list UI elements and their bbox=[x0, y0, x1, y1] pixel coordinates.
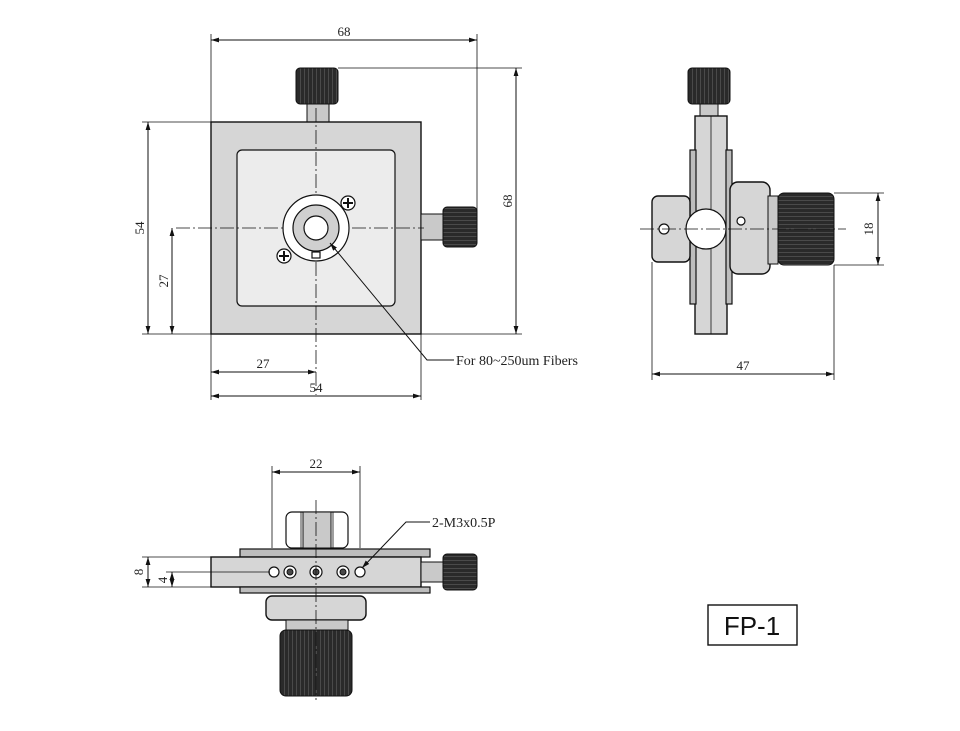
side-cylinder bbox=[729, 181, 771, 275]
screw-icon bbox=[340, 195, 356, 211]
front-right-knob bbox=[442, 553, 478, 591]
model-label: FP-1 bbox=[724, 611, 780, 641]
screw-icon bbox=[276, 248, 292, 264]
fiber-leader-line bbox=[329, 242, 454, 361]
top-knob-shaft bbox=[306, 103, 330, 125]
thread-leader-line bbox=[361, 521, 430, 569]
dim-8: 8 bbox=[131, 569, 146, 576]
top-knob bbox=[295, 67, 339, 105]
side-view: 18 47 bbox=[640, 67, 884, 380]
side-top-knob bbox=[687, 67, 731, 105]
top-view: 68 68 bbox=[132, 24, 578, 400]
dim-18: 18 bbox=[861, 223, 876, 236]
right-knob-shaft bbox=[420, 213, 444, 241]
front-view: 22 8 4 2-M3x0.5P bbox=[131, 456, 496, 700]
model-label-box: FP-1 bbox=[707, 604, 798, 646]
dim-54-left: 54 bbox=[132, 221, 147, 235]
dim-27-bottom: 27 bbox=[257, 356, 271, 371]
dim-68-right: 68 bbox=[500, 195, 515, 208]
dim-4: 4 bbox=[155, 576, 170, 583]
dim-54-bottom: 54 bbox=[310, 380, 324, 395]
hole-icon bbox=[336, 565, 350, 579]
right-knob bbox=[442, 206, 478, 248]
thread-callout: 2-M3x0.5P bbox=[432, 516, 496, 531]
dim-27-left: 27 bbox=[156, 274, 171, 288]
hole-icon bbox=[268, 566, 280, 578]
fiber-callout: For 80~250um Fibers bbox=[456, 354, 578, 369]
hole-icon bbox=[354, 566, 366, 578]
hole-icon bbox=[283, 565, 297, 579]
dim-47: 47 bbox=[737, 358, 751, 373]
fiber-hole bbox=[303, 215, 329, 241]
dim-68-top: 68 bbox=[338, 24, 351, 39]
dim-22: 22 bbox=[310, 456, 323, 471]
